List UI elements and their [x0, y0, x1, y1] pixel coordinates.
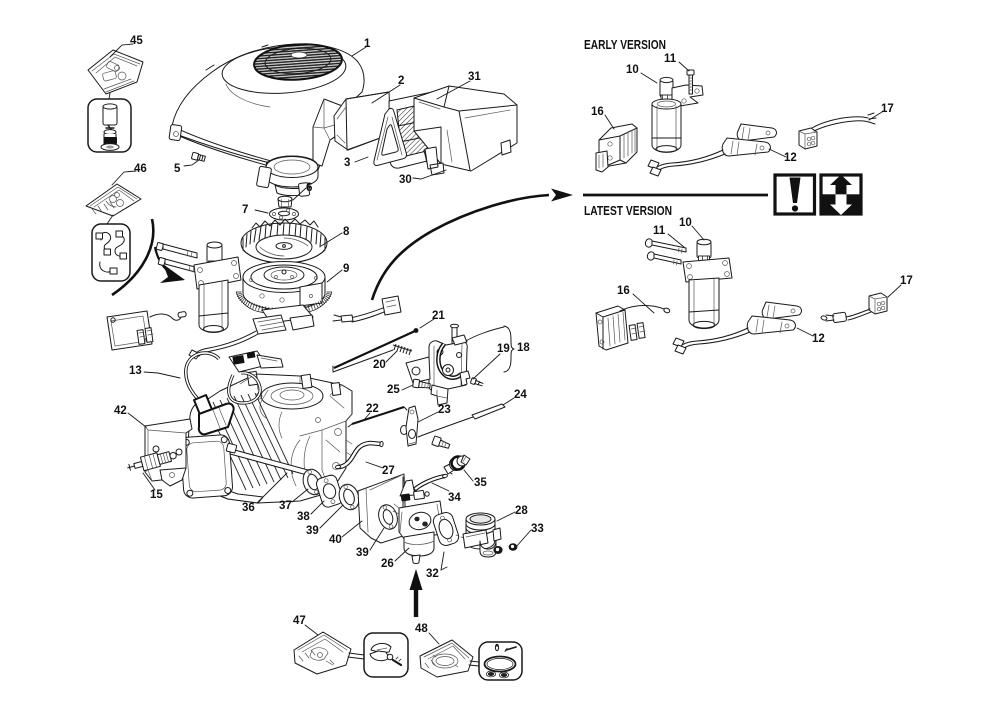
svg-text:13: 13 [129, 365, 142, 377]
svg-text:38: 38 [297, 511, 310, 523]
svg-text:35: 35 [474, 477, 487, 489]
svg-text:18: 18 [517, 342, 530, 354]
svg-text:EARLY VERSION: EARLY VERSION [584, 38, 666, 52]
svg-text:16: 16 [617, 285, 630, 297]
svg-text:31: 31 [468, 71, 481, 83]
svg-text:2: 2 [398, 75, 404, 87]
svg-text:19: 19 [497, 343, 510, 355]
svg-text:17: 17 [900, 275, 913, 287]
svg-text:1: 1 [364, 38, 371, 50]
svg-text:33: 33 [531, 523, 544, 535]
svg-text:LATEST VERSION: LATEST VERSION [584, 204, 672, 218]
svg-text:40: 40 [329, 534, 342, 546]
svg-text:27: 27 [382, 465, 395, 477]
svg-text:37: 37 [279, 500, 292, 512]
svg-text:3: 3 [344, 157, 350, 169]
svg-text:39: 39 [306, 525, 319, 537]
svg-text:12: 12 [812, 333, 825, 345]
svg-text:24: 24 [514, 389, 527, 401]
svg-text:20: 20 [373, 359, 386, 371]
svg-text:15: 15 [150, 489, 163, 501]
svg-text:46: 46 [134, 163, 147, 175]
svg-text:6: 6 [306, 182, 312, 194]
svg-text:5: 5 [174, 163, 181, 175]
svg-text:26: 26 [381, 558, 394, 570]
svg-text:12: 12 [784, 152, 797, 164]
svg-text:7: 7 [242, 204, 248, 216]
svg-text:23: 23 [438, 404, 451, 416]
svg-text:11: 11 [664, 53, 677, 65]
svg-text:11: 11 [653, 225, 666, 237]
svg-text:42: 42 [114, 405, 127, 417]
svg-text:45: 45 [130, 35, 143, 47]
svg-text:10: 10 [679, 217, 692, 229]
svg-text:28: 28 [515, 505, 528, 517]
svg-text:39: 39 [356, 547, 369, 559]
svg-text:21: 21 [432, 310, 445, 322]
svg-text:30: 30 [399, 174, 412, 186]
svg-text:48: 48 [415, 623, 428, 635]
svg-text:8: 8 [343, 226, 350, 238]
svg-text:32: 32 [426, 568, 439, 580]
svg-text:36: 36 [242, 502, 255, 514]
svg-text:25: 25 [387, 384, 400, 396]
svg-text:22: 22 [366, 403, 379, 415]
svg-text:16: 16 [591, 106, 604, 118]
svg-text:47: 47 [293, 615, 306, 627]
svg-text:10: 10 [626, 64, 639, 76]
svg-text:9: 9 [343, 263, 349, 275]
svg-text:34: 34 [448, 492, 461, 504]
svg-text:17: 17 [881, 103, 894, 115]
